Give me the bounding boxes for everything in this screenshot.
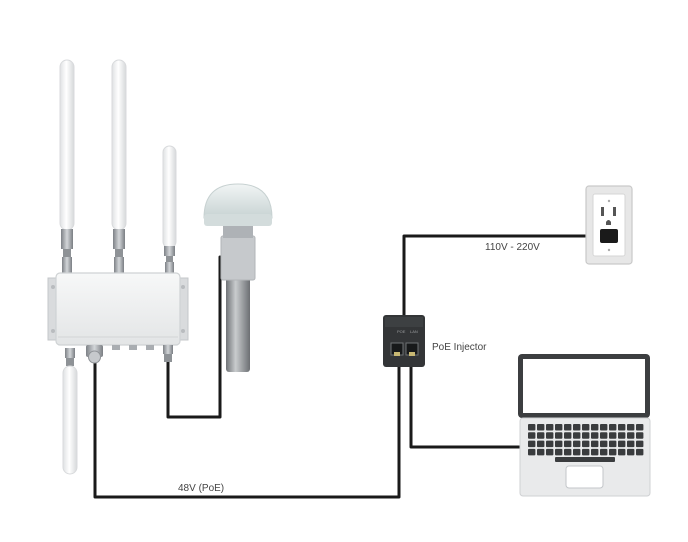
keyboard-key [537, 424, 545, 431]
cables [93, 234, 606, 499]
ap-bottom-ports [86, 345, 173, 364]
antenna-1 [59, 59, 75, 273]
keyboard-key [546, 440, 554, 448]
keyboard-key [627, 432, 635, 439]
keyboard-key [573, 440, 581, 448]
keyboard-key [591, 440, 599, 448]
keyboard-key [555, 432, 563, 439]
antenna-3 [162, 145, 177, 274]
svg-text:POE: POE [397, 329, 406, 334]
keyboard-key [609, 440, 617, 448]
keyboard-key [555, 440, 563, 448]
keyboard-key [627, 448, 635, 456]
keyboard-key [546, 432, 554, 439]
keyboard-key [564, 448, 572, 456]
keyboard-key [537, 448, 545, 456]
keyboard-key [564, 440, 572, 448]
keyboard-spacebar [555, 457, 615, 462]
keyboard-key [618, 424, 626, 431]
mains-voltage-label: 110V - 220V [485, 242, 540, 253]
keyboard-key [555, 424, 563, 431]
outdoor-access-point-icon [47, 59, 189, 475]
keyboard-key [600, 432, 608, 439]
keyboard-key [582, 448, 590, 456]
keyboard-key [564, 432, 572, 439]
keyboard-key [609, 448, 617, 456]
gps-antenna-icon [203, 183, 273, 372]
keyboard-key [528, 432, 536, 439]
keyboard-key [627, 424, 635, 431]
keyboard-key [591, 448, 599, 456]
keyboard-key [546, 424, 554, 431]
mains-cable [402, 234, 606, 319]
laptop-icon [518, 354, 651, 497]
keyboard-key [618, 440, 626, 448]
keyboard-key [528, 440, 536, 448]
keyboard-key [528, 448, 536, 456]
keyboard-key [618, 432, 626, 439]
keyboard-key [537, 432, 545, 439]
keyboard-key [573, 432, 581, 439]
keyboard-key [537, 440, 545, 448]
wall-outlet-icon [585, 185, 633, 265]
keyboard-key [591, 424, 599, 431]
keyboard-key [636, 432, 644, 439]
keyboard-key [636, 440, 644, 448]
keyboard-key [600, 440, 608, 448]
keyboard-key [591, 432, 599, 439]
keyboard-key [546, 448, 554, 456]
keyboard-key [609, 432, 617, 439]
keyboard-key [618, 448, 626, 456]
antenna-2 [111, 59, 127, 273]
keyboard-key [627, 440, 635, 448]
keyboard-key [564, 424, 572, 431]
poe-voltage-label: 48V (PoE) [178, 483, 224, 494]
keyboard-key [582, 424, 590, 431]
keyboard-key [600, 448, 608, 456]
keyboard-key [528, 424, 536, 431]
keyboard-key [573, 448, 581, 456]
laptop-trackpad [565, 465, 604, 489]
keyboard-key [582, 440, 590, 448]
ap-enclosure [47, 272, 189, 346]
poe-cable [93, 356, 401, 499]
keyboard-key [600, 424, 608, 431]
keyboard-key [555, 448, 563, 456]
poe-injector-icon: POE LAN [383, 315, 425, 367]
svg-text:LAN: LAN [410, 329, 418, 334]
lan-cable [409, 356, 522, 449]
keyboard-key [573, 424, 581, 431]
keyboard-key [609, 424, 617, 431]
antenna-lower [62, 348, 78, 475]
keyboard-key [636, 448, 644, 456]
keyboard-key [636, 424, 644, 431]
gps-cable [166, 255, 222, 419]
laptop-keyboard [528, 424, 644, 462]
poe-injector-label: PoE Injector [432, 342, 487, 353]
keyboard-key [582, 432, 590, 439]
